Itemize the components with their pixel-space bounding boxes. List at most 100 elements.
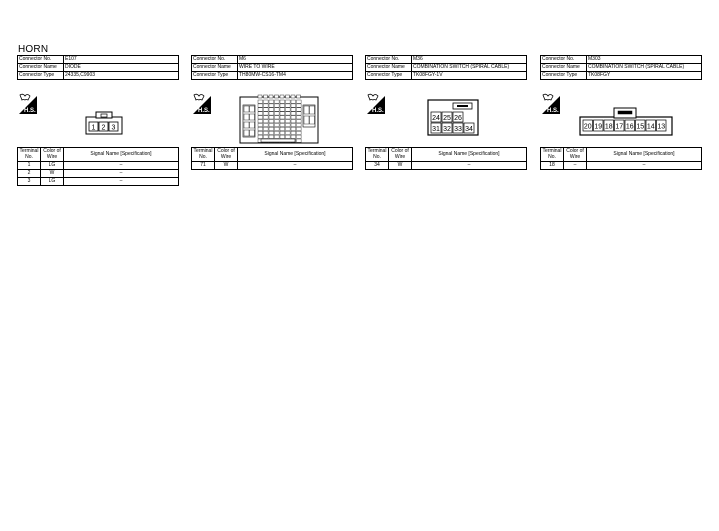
connector-shell-part [290,111,296,116]
connector-shell-part [285,115,291,120]
connector-shell-part [279,119,285,124]
terminal-no-header: Terminal No. [365,147,389,162]
connector-shell-part [257,123,263,127]
connector-shell-part [290,123,296,127]
connector-shell-part [243,129,250,137]
connector-shell-part [257,99,263,104]
color-cell: W [214,161,238,170]
connector-shell-part [296,119,302,124]
connector-shell-part [296,138,302,143]
connector-name-value: WIRE TO WIRE [237,63,353,72]
connector-shell-part [296,123,302,127]
terminal-no-header: Terminal No. [17,147,41,162]
connector-shell-part [249,105,255,113]
connector-name-value: DIODE [63,63,179,72]
connector-shell-part [290,134,296,139]
terminal-cell: 3 [17,177,41,186]
pin-label: 1 [92,125,96,132]
pin-cell [645,119,656,132]
connector-shell-part [243,105,250,113]
connector-shell-part [285,99,291,104]
connector-type-value: TK08FGY [586,71,702,80]
pin-cell [582,119,593,132]
signal-name-header: Signal Name [Specification] [411,147,527,162]
connector-shell-part [290,127,296,131]
connector-shell-part [257,131,263,135]
connector-shell-part [309,115,315,125]
connector-shell-part [263,107,269,112]
connector-shell-part [249,129,255,137]
connector-shell-part [263,94,268,99]
connector-shell-part [263,115,269,120]
connector-shell-part [279,131,285,135]
color-of-wire-header: Color of Wire [214,147,238,162]
connector-shell-part [285,119,291,124]
connector-shell-part [257,103,263,108]
connector-name-label: Connector Name [365,63,412,72]
connector-no-value: M303 [586,55,702,64]
connector-shell-part [303,115,310,125]
terminal-cell: 1 [17,161,41,170]
connector-name-label: Connector Name [191,63,238,72]
connector-shell-part [296,94,301,99]
connector-shell-part [257,134,263,139]
connector-shell-part [242,104,256,138]
hs-label: H.S. [372,108,384,114]
connector-name-label: Connector Name [540,63,587,72]
connector-shell-part [263,134,269,139]
pin-cell [656,119,667,132]
signal-cell: – [237,161,353,170]
connector-shell-part [285,134,291,139]
connector-shell-part [285,103,291,108]
connector-shell-part [274,94,279,99]
connector-shell-part [296,103,302,108]
color-cell: LG [40,161,64,170]
connector-shell-part [263,123,269,127]
connector-shell-part [285,111,291,116]
pin-label: 15 [636,124,644,131]
connector-shell-part [268,131,274,135]
pin-cell [614,119,625,132]
connector-face-diagram: 24 25 26 31 32 33 34 [365,93,527,145]
connector-shell-part [279,111,285,116]
multi-pin-connector-drawing [239,94,319,144]
connector-shell-part [296,134,302,139]
connector-shell-part [268,103,274,108]
pin-cell [635,119,646,132]
connector-shell-part [279,123,285,127]
connector-shell-part [285,123,291,127]
pin-label: 32 [443,126,451,133]
signal-name-header: Signal Name [Specification] [586,147,702,162]
connector-name-label: Connector Name [17,63,64,72]
connector-shell-part [263,103,269,108]
connector-shell-part [279,107,285,112]
connector-shell-part [285,127,291,131]
connector-shell-part [257,111,263,116]
harness-side-icon: H.S. [367,93,385,114]
signal-cell: – [63,177,179,186]
pin-cell [603,119,614,132]
color-cell: W [40,169,64,178]
pin-label: 20 [584,124,592,131]
connector-shell-part [257,94,263,99]
page-title: HORN [18,44,49,55]
color-of-wire-header: Color of Wire [388,147,412,162]
signal-name-header: Signal Name [Specification] [237,147,353,162]
connector-shell-part [274,99,280,104]
pin-label: 26 [454,115,462,122]
signal-name-header: Signal Name [Specification] [63,147,179,162]
connector-shell-part [257,115,263,120]
hs-label: H.S. [198,108,210,114]
color-of-wire-header: Color of Wire [563,147,587,162]
connector-no-value: M36 [411,55,527,64]
connector-shell-part [268,111,274,116]
pin-label: 17 [615,124,623,131]
connector-shell-part [290,115,296,120]
